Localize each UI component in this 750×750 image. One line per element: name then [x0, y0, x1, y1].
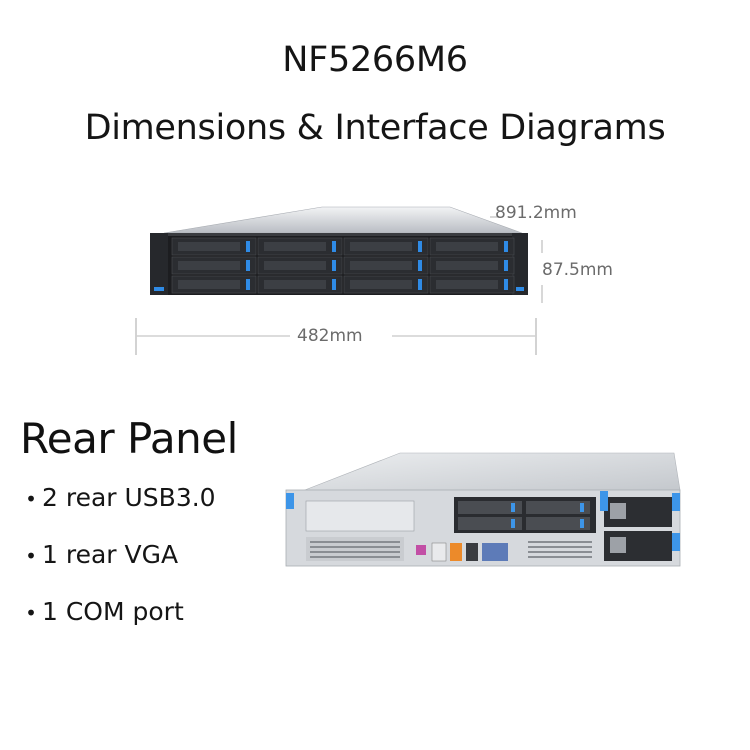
feature-text: 1 rear VGA [42, 540, 179, 569]
feature-item-com: •1 COM port [20, 592, 216, 649]
drive-bay-latch [332, 279, 336, 290]
drive-bay-latch [418, 260, 422, 271]
feature-text: 1 COM port [42, 597, 184, 626]
drive-bay-latch [504, 241, 508, 252]
drive-bay-latch [504, 260, 508, 271]
drive-bay-vent [436, 280, 498, 289]
drive-bay-vent [178, 280, 240, 289]
depth-dimension-label: 891.2mm [495, 203, 577, 223]
feature-text: 2 rear USB3.0 [42, 483, 216, 512]
bullet-icon: • [25, 544, 37, 568]
diagram-subtitle: Dimensions & Interface Diagrams [84, 108, 666, 148]
dimension-lines [135, 216, 543, 355]
drive-bay-vent [264, 242, 326, 251]
drive-bay-vent [178, 261, 240, 270]
bullet-icon: • [25, 601, 37, 625]
model-title: NF5266M6 [282, 40, 468, 80]
drive-bay-latch [246, 241, 250, 252]
drive-bay-vent [178, 242, 240, 251]
rear-panel-heading: Rear Panel [20, 414, 238, 463]
drive-bay-vent [436, 261, 498, 270]
drive-bay-latch [332, 260, 336, 271]
drive-bay-vent [264, 280, 326, 289]
rear-panel-feature-list: •2 rear USB3.0 •1 rear VGA •1 COM port [20, 478, 216, 649]
drive-bay-vent [436, 242, 498, 251]
width-dimension-label: 482mm [297, 326, 363, 346]
drive-bay-vent [350, 242, 412, 251]
front-server-image [150, 206, 528, 295]
drive-bay-vent [264, 261, 326, 270]
drive-bay-latch [504, 279, 508, 290]
drive-bay-latch [246, 260, 250, 271]
drive-bay-latch [246, 279, 250, 290]
height-dimension-label: 87.5mm [542, 260, 613, 280]
rear-server-image [285, 452, 681, 567]
bullet-icon: • [25, 487, 37, 511]
feature-item-usb: •2 rear USB3.0 [20, 478, 216, 535]
drive-bay-vent [350, 280, 412, 289]
drive-bay-vent [350, 261, 412, 270]
drive-bay-latch [332, 241, 336, 252]
drive-bay-latch [418, 279, 422, 290]
feature-item-vga: •1 rear VGA [20, 535, 216, 592]
drive-bay-latch [418, 241, 422, 252]
